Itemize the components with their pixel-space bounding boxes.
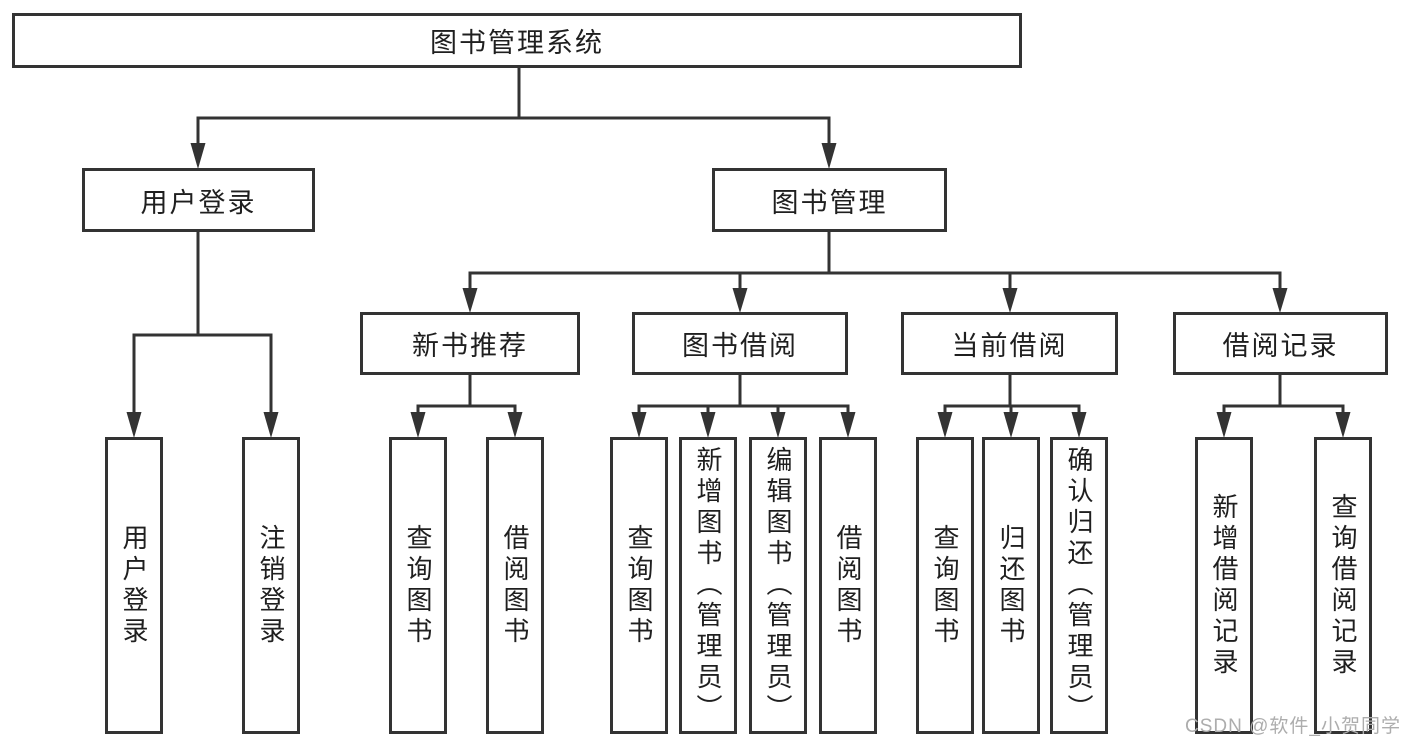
connector-borrowrecord-to-leaves bbox=[1216, 375, 1351, 438]
connector-root-to-level2 bbox=[190, 67, 837, 169]
leaf-borrow-books-2: 借阅图书 bbox=[819, 437, 877, 734]
node-current-borrow: 当前借阅 bbox=[901, 312, 1118, 375]
csdn-watermark: CSDN @软件_小贺同学 bbox=[1185, 716, 1401, 737]
leaf-add-borrow-record: 新增借阅记录 bbox=[1195, 437, 1253, 734]
connector-currentborrow-to-leaves bbox=[937, 375, 1087, 438]
node-book-management: 图书管理 bbox=[712, 168, 947, 232]
node-user-login: 用户登录 bbox=[82, 168, 315, 232]
leaf-logout: 注销登录 bbox=[242, 437, 300, 734]
leaf-borrow-books: 借阅图书 bbox=[486, 437, 544, 734]
leaf-confirm-return-admin: 确认归还（管理员） bbox=[1050, 437, 1108, 734]
leaf-add-books-admin: 新增图书（管理员） bbox=[679, 437, 737, 734]
connector-bookborrow-to-leaves bbox=[631, 375, 856, 438]
leaf-edit-books-admin: 编辑图书（管理员） bbox=[749, 437, 807, 734]
node-library-management-system: 图书管理系统 bbox=[12, 13, 1022, 68]
node-new-book-recommend: 新书推荐 bbox=[360, 312, 580, 375]
leaf-query-books-current: 查询图书 bbox=[916, 437, 974, 734]
node-book-borrow: 图书借阅 bbox=[632, 312, 848, 375]
connector-userlogin-to-leaves bbox=[126, 232, 279, 438]
node-borrow-records: 借阅记录 bbox=[1173, 312, 1388, 375]
leaf-return-books: 归还图书 bbox=[982, 437, 1040, 734]
leaf-query-books-borrow: 查询图书 bbox=[610, 437, 668, 734]
connector-bookmgmt-to-level3 bbox=[462, 232, 1288, 313]
leaf-user-login: 用户登录 bbox=[105, 437, 163, 734]
connector-newbook-to-leaves bbox=[410, 375, 523, 438]
leaf-query-borrow-record: 查询借阅记录 bbox=[1314, 437, 1372, 734]
leaf-query-books: 查询图书 bbox=[389, 437, 447, 734]
